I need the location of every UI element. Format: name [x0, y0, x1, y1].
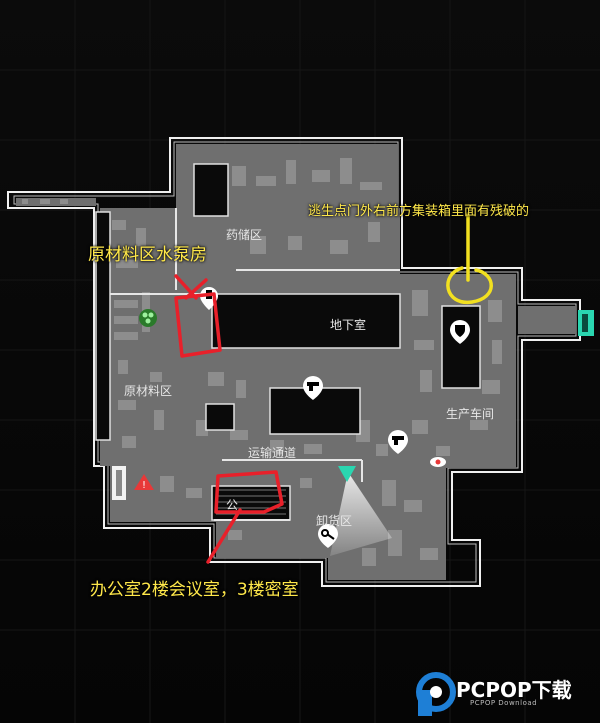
biohazard-icon	[139, 309, 157, 327]
room-label-corridor: 运输通道	[248, 446, 297, 460]
eye-icon	[430, 457, 446, 467]
room-label-workshop: 生产车间	[446, 407, 495, 421]
watermark-brand: PCPOP下载	[456, 678, 572, 702]
gun-icon[interactable]	[303, 375, 323, 400]
wall-lines	[110, 208, 400, 521]
office-highlight	[206, 470, 284, 564]
hazard-icon: !	[134, 474, 154, 491]
pcpop-logo-icon	[416, 672, 456, 716]
gun-icon[interactable]	[388, 430, 408, 454]
watermark-logo	[416, 672, 456, 716]
player-marker	[338, 466, 356, 482]
room-label-unload: 卸货区	[316, 514, 353, 528]
exit-door-icon[interactable]	[112, 466, 126, 500]
floor-texture	[22, 158, 502, 566]
annotation-office-note: 办公室2楼会议室，3楼密室	[90, 580, 299, 600]
annotation-pump-room: 原材料区水泵房	[88, 245, 207, 265]
room-label-storage: 药储区	[226, 228, 263, 242]
exit-note-highlight	[446, 212, 493, 304]
svg-text:!: !	[142, 480, 146, 491]
room-label-raw-area: 原材料区	[124, 384, 173, 398]
annotation-exit-note: 逃生点门外右前方集装箱里面有残破的	[308, 204, 530, 219]
pump-room-highlight	[174, 274, 222, 358]
light-cone	[330, 472, 392, 556]
exit-door-icon[interactable]	[578, 310, 594, 336]
watermark-sub: PCPOP Download	[470, 699, 538, 707]
room-label-basement: 地下室	[330, 318, 367, 332]
room-label-office: 公	[226, 498, 239, 512]
interior-walls	[95, 163, 481, 521]
shield-icon[interactable]	[450, 320, 470, 344]
office-hatch	[216, 489, 286, 515]
key-icon[interactable]	[318, 523, 339, 548]
